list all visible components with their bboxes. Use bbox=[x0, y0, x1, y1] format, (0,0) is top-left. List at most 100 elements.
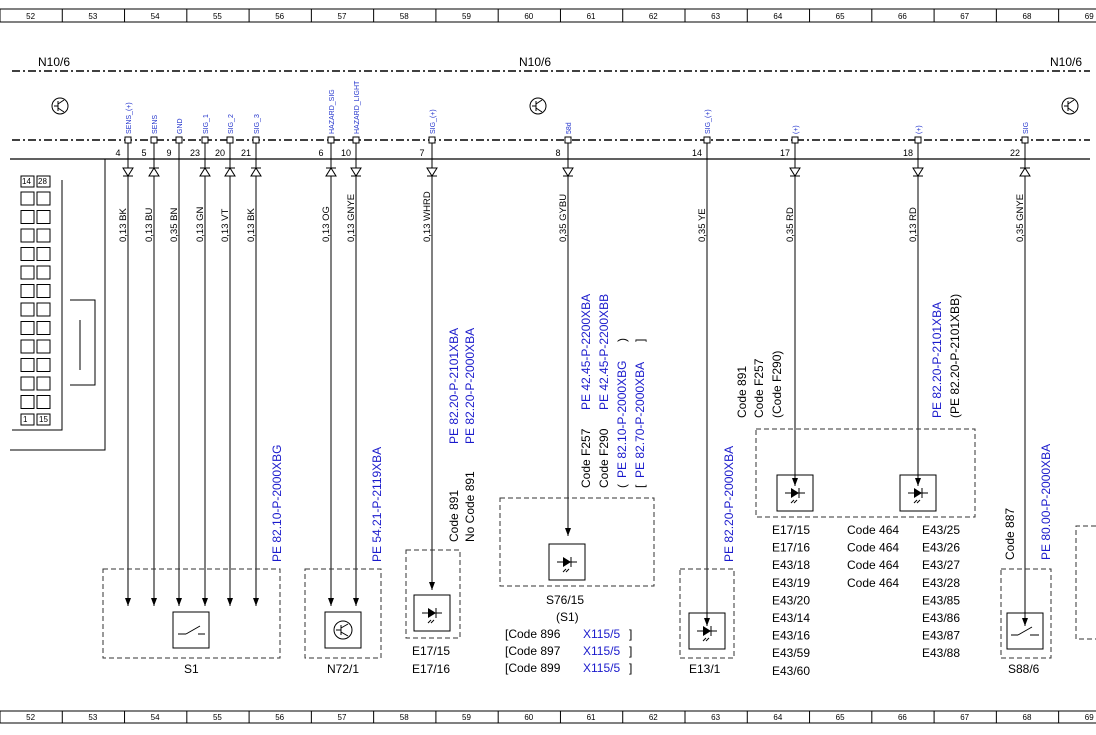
ruler-number: 63 bbox=[711, 713, 720, 722]
component-s88-6: S88/6 bbox=[1000, 568, 1052, 676]
ruler-number: 64 bbox=[773, 12, 782, 21]
e43-left-item: E43/60 bbox=[772, 664, 810, 678]
ref-e17-pe1: PE 82.20-P-2101XBA bbox=[447, 328, 461, 444]
component-label-e17-15: E17/15 bbox=[412, 644, 450, 658]
arrowhead-icon bbox=[565, 528, 571, 536]
pin-signal-label: 58d bbox=[566, 122, 573, 134]
pin-number: 18 bbox=[903, 148, 913, 158]
ruler-number: 69 bbox=[1085, 12, 1094, 21]
e43-left-item: E43/20 bbox=[772, 593, 810, 607]
arrow-down-icon bbox=[122, 167, 134, 177]
component-label-n72-1: N72/1 bbox=[327, 662, 359, 676]
s76-code-open: [Code 897 bbox=[505, 644, 561, 658]
led-icon bbox=[557, 557, 577, 573]
pin-number: 20 bbox=[215, 148, 225, 158]
connector-cell bbox=[36, 339, 51, 354]
transistor-icon bbox=[1061, 97, 1079, 115]
pin-signal-label: GND bbox=[177, 118, 184, 134]
ruler-number: 67 bbox=[960, 713, 969, 722]
component-label-s88-6: S88/6 bbox=[1008, 662, 1040, 676]
component-label-e17-16: E17/16 bbox=[412, 662, 450, 676]
connector-pin-28: 28 bbox=[38, 177, 47, 186]
wire-label: 0,13 BK bbox=[246, 208, 257, 242]
arrowhead-icon bbox=[915, 478, 921, 486]
connector-cell bbox=[36, 413, 51, 426]
pin-number: 10 bbox=[341, 148, 351, 158]
pin-signal-label: (+) bbox=[793, 125, 800, 134]
connector-pin-14: 14 bbox=[22, 177, 31, 186]
arrow-up-icon bbox=[250, 167, 262, 177]
ruler-number: 61 bbox=[587, 12, 596, 21]
ruler-number: 54 bbox=[151, 713, 160, 722]
e43-right-item: E43/85 bbox=[922, 593, 960, 607]
connector-cell bbox=[20, 284, 35, 298]
s76-code-ref: X115/5 bbox=[583, 644, 620, 658]
pin-signal-label: SENS bbox=[152, 115, 159, 134]
connector-cell bbox=[36, 321, 51, 335]
ref-s1-pe: PE 82.10-P-2000XBG bbox=[270, 445, 284, 562]
component-e43-group: E17/15E17/16E43/18E43/19E43/20E43/14E43/… bbox=[755, 428, 976, 678]
wire-label: 0,35 GYBU bbox=[558, 194, 569, 242]
connector-cell bbox=[20, 321, 35, 335]
arrow-down-icon bbox=[912, 167, 924, 177]
component-label-e13-1: E13/1 bbox=[689, 662, 721, 676]
ref-e43-pe1: PE 82.20-P-2101XBA bbox=[930, 302, 944, 418]
pin-number: 4 bbox=[115, 148, 120, 158]
e43-code-item: Code 464 bbox=[847, 576, 899, 590]
arrowhead-icon bbox=[1022, 618, 1028, 626]
pin-20: SIG_2200,13 VT bbox=[215, 114, 236, 606]
led-icon bbox=[785, 488, 805, 504]
ruler-number: 66 bbox=[898, 713, 907, 722]
pin-17: (+) 17 0,35 RD bbox=[780, 125, 801, 486]
ref-s76-code1: Code F257 bbox=[579, 428, 593, 488]
connector-cell bbox=[20, 247, 35, 261]
ref-e43-code3: (Code F290) bbox=[770, 351, 784, 418]
pin-signal-label: SIG_(+) bbox=[430, 109, 437, 134]
ruler-number: 56 bbox=[275, 713, 284, 722]
ruler-number: 54 bbox=[151, 12, 160, 21]
e43-left-item: E17/15 bbox=[772, 523, 810, 537]
e43-left-item: E43/16 bbox=[772, 629, 810, 643]
connector-cell bbox=[20, 228, 35, 243]
wire-label: 0,13 BK bbox=[118, 208, 129, 242]
ruler-number: 53 bbox=[88, 713, 97, 722]
pin-signal-label: SIG_(+) bbox=[705, 109, 712, 134]
arrowhead-icon bbox=[353, 598, 359, 606]
wire-label: 0,13 GNYE bbox=[346, 194, 357, 242]
pin-7: SIG_(+)70,13 WHRD bbox=[419, 109, 438, 590]
connector-cell bbox=[36, 265, 51, 280]
pin-number: 6 bbox=[318, 148, 323, 158]
wire-label: 0,35 BN bbox=[169, 208, 180, 242]
ruler-number: 55 bbox=[213, 12, 222, 21]
connector-cell bbox=[20, 302, 35, 317]
transistor-icon bbox=[333, 620, 353, 640]
connector-cell bbox=[36, 247, 51, 261]
arrowhead-icon bbox=[176, 598, 182, 606]
pin-number: 17 bbox=[780, 148, 790, 158]
pin-9: GND 9 0,35 BN bbox=[166, 118, 184, 606]
pin-number: 9 bbox=[166, 148, 171, 158]
ref-s76-pe4: PE 82.70-P-2000XBA bbox=[633, 362, 647, 478]
connector-cell bbox=[36, 358, 51, 372]
ruler-number: 63 bbox=[711, 12, 720, 21]
ruler-number: 55 bbox=[213, 713, 222, 722]
e43-code-item: Code 464 bbox=[847, 541, 899, 555]
component-e13-1: E13/1 bbox=[679, 568, 735, 676]
connector-cell bbox=[36, 175, 51, 188]
connector-cell bbox=[20, 175, 35, 188]
switch-icon bbox=[1011, 626, 1039, 636]
connector-cell bbox=[20, 413, 35, 426]
arrowhead-icon bbox=[227, 598, 233, 606]
arrow-down-icon bbox=[789, 167, 801, 177]
arrow-up-icon bbox=[148, 167, 160, 177]
wire-label: 0,35 RD bbox=[785, 207, 796, 242]
reference-notes: PE 82.10-P-2000XBG PE 54.21-P-2119XBA Co… bbox=[270, 294, 1053, 562]
arrow-up-icon bbox=[199, 167, 211, 177]
ruler-number: 68 bbox=[1023, 713, 1032, 722]
